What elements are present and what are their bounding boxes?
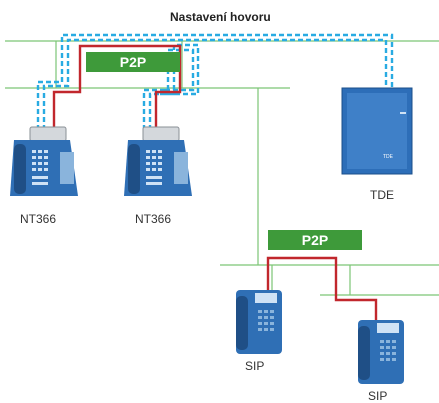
sip-right-label: SIP (368, 389, 388, 403)
tde-label: TDE (370, 188, 394, 202)
nt366-right-label: NT366 (135, 212, 172, 226)
sip-left-label: SIP (245, 359, 265, 373)
diagram-title: Nastavení hovoru (170, 10, 271, 24)
p2p-label-bottom: P2P (268, 230, 362, 250)
nt366-left-label: NT366 (20, 212, 57, 226)
sip-left-phone (236, 290, 282, 354)
nt366-left-phone (10, 126, 78, 196)
nt366-right-phone (124, 126, 192, 196)
signal-path (36, 33, 394, 130)
sip-right-phone (358, 320, 404, 384)
tde-pbx: TDE (341, 87, 413, 175)
tde-screen-text: TDE (383, 154, 394, 160)
media-path (52, 44, 378, 322)
p2p-label-top: P2P (86, 52, 180, 72)
